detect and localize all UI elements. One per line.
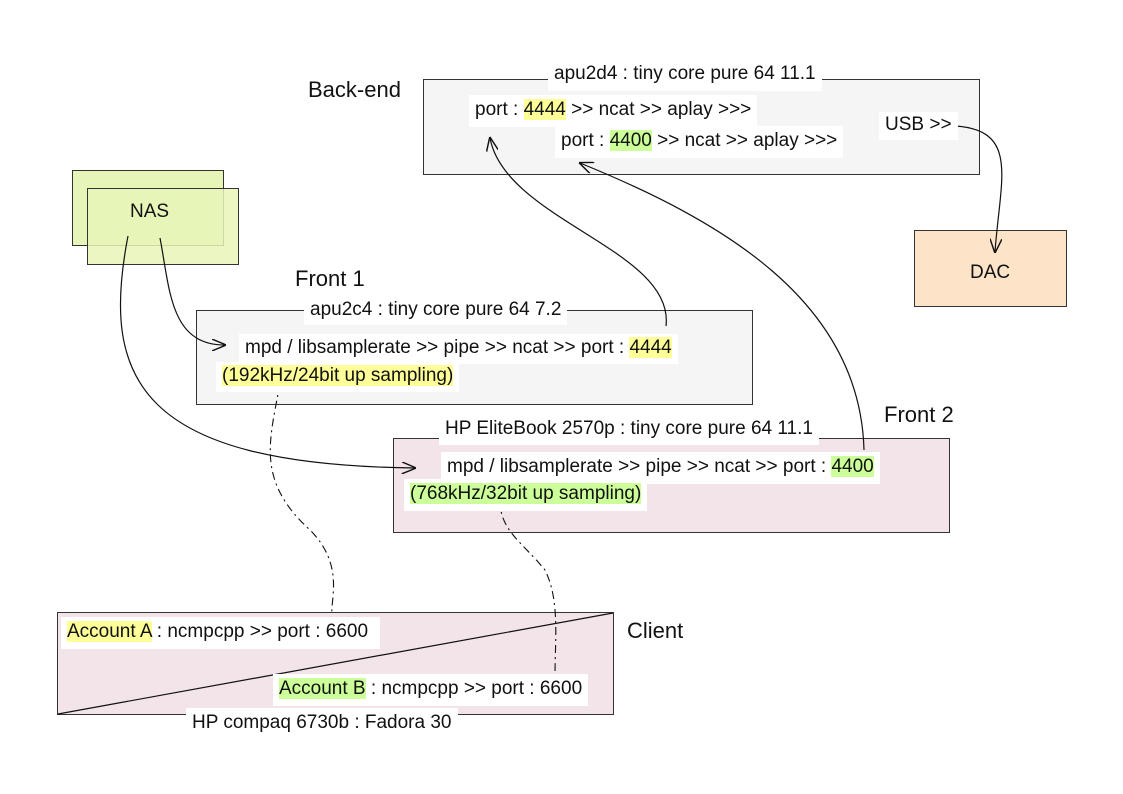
usb-label: USB >> [879, 112, 958, 140]
front2-pipeline: mpd / libsamplerate >> pipe >> ncat >> p… [441, 452, 880, 484]
front2-control-line [499, 499, 557, 676]
port-4444-highlight: 4444 [629, 337, 672, 358]
front1-sampling: (192kHz/24bit up sampling) [216, 362, 460, 392]
client-title: Client [627, 618, 684, 643]
backend-title: Back-end [308, 77, 401, 102]
front1-pipeline: mpd / libsamplerate >> pipe >> ncat >> p… [239, 334, 678, 364]
pipeline-text: mpd / libsamplerate >> pipe >> ncat >> p… [447, 456, 832, 477]
backend-port-4444-line: port : 4444 >> ncat >> aplay >>> [469, 95, 758, 127]
pipeline-suffix: >> ncat >> aplay >>> [651, 130, 838, 151]
account-a-line: Account A : ncmpcpp >> port : 6600 [61, 617, 381, 649]
port-prefix: port : [561, 130, 610, 151]
sampling-highlight: (768kHz/32bit up sampling) [410, 483, 642, 504]
sampling-highlight: (192kHz/24bit up sampling) [222, 365, 454, 386]
backend-port-4400-line: port : 4400 >> ncat >> aplay >>> [555, 126, 844, 158]
front1-host-label: apu2c4 : tiny core pure 64 7.2 [304, 297, 568, 325]
account-b-rest: : ncmpcpp >> port : 6600 [365, 678, 583, 699]
front1-to-backend-arrow [490, 138, 667, 327]
front1-title: Front 1 [295, 266, 365, 291]
account-a-highlight: Account A [67, 621, 152, 642]
front1-control-line [269, 382, 335, 616]
backend-host-label: apu2d4 : tiny core pure 64 11.1 [548, 61, 822, 91]
front2-sampling: (768kHz/32bit up sampling) [404, 479, 648, 511]
nas-to-front1-arrow [159, 237, 225, 345]
client-diagonal [57, 612, 614, 715]
dac-label: DAC [970, 262, 1011, 283]
account-a-rest: : ncmpcpp >> port : 6600 [151, 621, 369, 642]
pipeline-text: mpd / libsamplerate >> pipe >> ncat >> p… [245, 337, 630, 358]
front2-title: Front 2 [884, 402, 954, 427]
nas-to-front2-arrow [119, 235, 415, 468]
port-4444-highlight: 4444 [523, 99, 566, 120]
usb-to-dac-arrow [954, 125, 1003, 252]
pipeline-suffix: >> ncat >> aplay >>> [565, 99, 752, 120]
account-b-highlight: Account B [279, 678, 366, 699]
front2-to-backend-arrow [580, 163, 865, 451]
nas-label: NAS [130, 201, 170, 222]
port-prefix: port : [475, 99, 524, 120]
port-4400-highlight: 4400 [609, 130, 652, 151]
client-host-label: HP compaq 6730b : Fadora 30 [186, 708, 458, 740]
front2-host-label: HP EliteBook 2570p : tiny core pure 64 1… [439, 415, 819, 445]
account-b-line: Account B : ncmpcpp >> port : 6600 [273, 674, 589, 706]
port-4400-highlight: 4400 [831, 456, 874, 477]
